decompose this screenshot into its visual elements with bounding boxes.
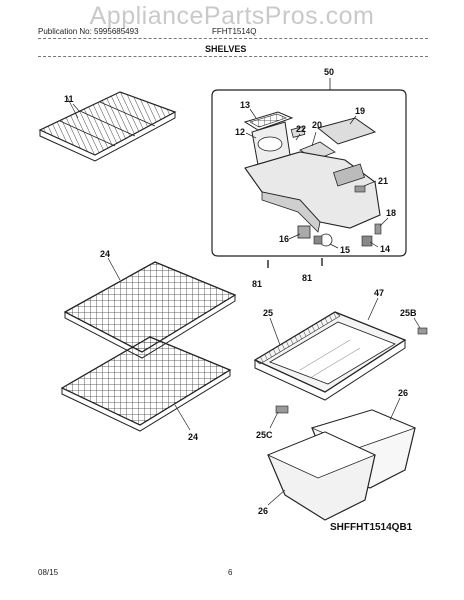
wire-shelf-11 <box>38 91 177 162</box>
control-assembly-50-box <box>211 78 407 257</box>
callout-24-upper: 24 <box>100 249 110 259</box>
control-assembly-50-parts <box>243 111 382 247</box>
footer-page: 6 <box>228 568 233 577</box>
screws-81 <box>267 258 323 268</box>
publication-number: Publication No: 5995685493 <box>38 27 139 36</box>
section-title: SHELVES <box>205 44 247 54</box>
callout-22: 22 <box>296 124 306 134</box>
callout-25c: 25C <box>256 430 273 440</box>
callout-81-right: 81 <box>302 273 312 283</box>
model-number: FFHT1514Q <box>212 27 257 36</box>
callout-16: 16 <box>279 234 289 244</box>
callout-81-left: 81 <box>252 279 262 289</box>
callout-26-lower: 26 <box>258 506 268 516</box>
callout-19: 19 <box>355 106 365 116</box>
callout-13: 13 <box>240 100 250 110</box>
callout-15: 15 <box>340 245 350 255</box>
callout-24-lower: 24 <box>188 432 198 442</box>
callout-25: 25 <box>263 308 273 318</box>
crisper-cover-25-47 <box>253 311 428 414</box>
section-rule <box>38 56 428 57</box>
callout-26-upper: 26 <box>398 388 408 398</box>
callout-21: 21 <box>378 176 388 186</box>
callout-18: 18 <box>386 208 396 218</box>
leader-lines <box>72 103 421 506</box>
footer-date: 08/15 <box>38 568 59 577</box>
crisper-drawers-26 <box>266 409 417 521</box>
callout-20: 20 <box>312 120 322 130</box>
callout-11: 11 <box>64 94 74 104</box>
callout-50: 50 <box>324 67 334 77</box>
callout-47: 47 <box>374 288 384 298</box>
watermark: AppliancePartsPros.com <box>89 2 375 30</box>
diagram-code: SHFFHT1514QB1 <box>330 522 413 533</box>
wire-shelf-24-lower <box>60 336 232 432</box>
callout-14: 14 <box>380 244 390 254</box>
callout-12: 12 <box>235 127 245 137</box>
callout-25b: 25B <box>400 308 417 318</box>
header-rule <box>38 38 428 39</box>
